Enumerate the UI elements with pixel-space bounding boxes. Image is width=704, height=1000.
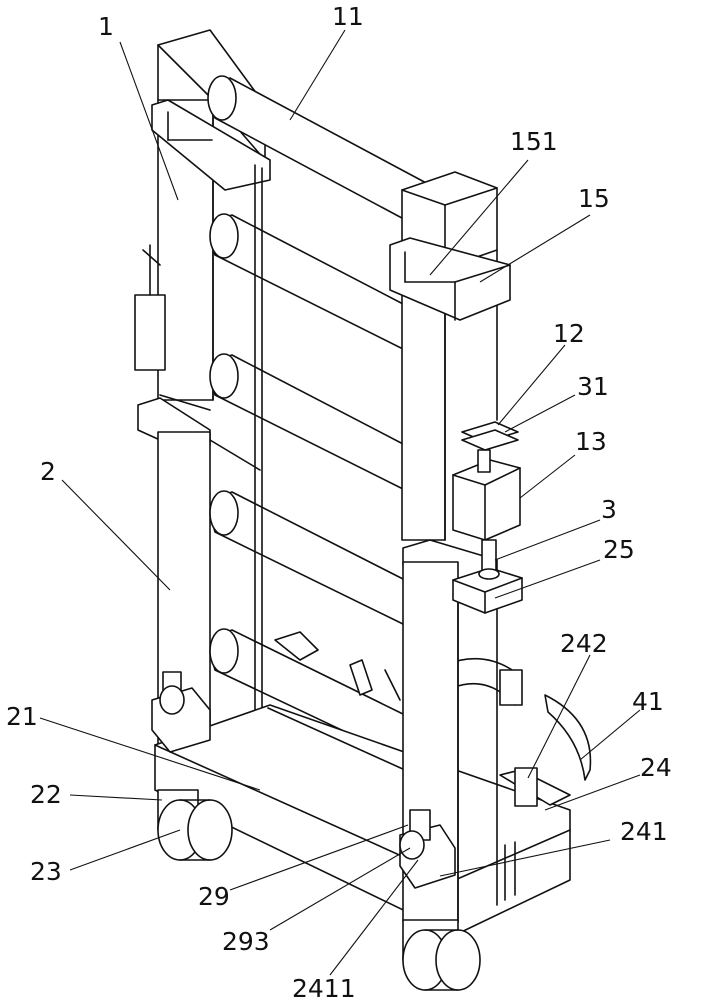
label-11: 11 [332,2,364,31]
label-12: 12 [553,319,585,348]
base-clutter [274,631,401,701]
reference-labels: 1 11 151 15 12 31 13 3 25 2 242 41 24 21… [6,2,672,1000]
left-lock-pin [151,671,211,753]
label-2411: 2411 [292,974,356,1000]
label-13: 13 [575,427,607,456]
label-2: 2 [40,457,56,486]
right-lock-pin-29 [399,809,456,889]
right-wheel [402,919,481,991]
label-3: 3 [601,495,617,524]
label-293: 293 [222,927,270,956]
roller-2 [209,213,406,351]
label-23: 23 [30,857,62,886]
roller-3 [209,353,406,491]
roller-5 [209,628,406,761]
label-242: 242 [560,629,608,658]
hook-arm-41 [409,657,592,781]
left-inner-rail [254,164,263,721]
label-22: 22 [30,780,62,809]
label-41: 41 [632,687,664,716]
screw-12-31 [461,421,519,473]
left-side-bracket [134,244,166,371]
label-15: 15 [578,184,610,213]
label-21: 21 [6,702,38,731]
leader-lines [39,29,641,976]
crossbar-242 [499,767,571,807]
roller-4 [209,490,406,626]
label-151: 151 [510,127,558,156]
right-clamp-block-15 [389,237,511,321]
label-25: 25 [603,535,635,564]
label-29: 29 [198,882,230,911]
left-wheel-23 [157,789,233,861]
label-241: 241 [620,817,668,846]
label-1: 1 [98,12,114,41]
label-24: 24 [640,753,672,782]
label-31: 31 [577,372,609,401]
shaft-3 [478,539,500,580]
